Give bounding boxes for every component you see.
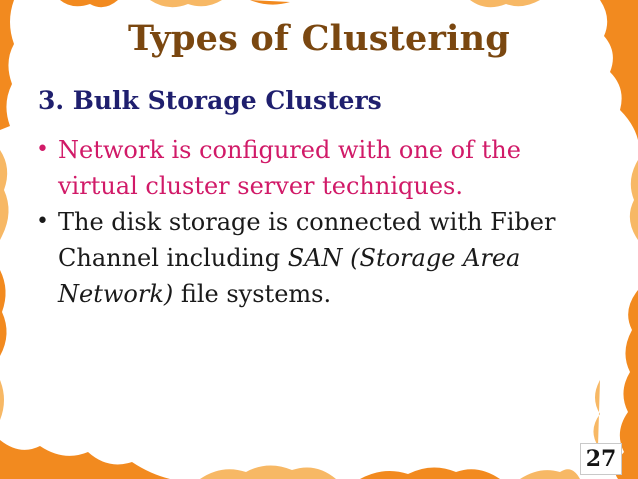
bullet-text-after: file systems.: [173, 280, 332, 308]
page-number: 27: [580, 443, 622, 475]
bullet-dot-icon: •: [36, 137, 49, 162]
slide-title: Types of Clustering: [128, 18, 510, 59]
bullet-list: • Network is configured with one of the …: [36, 132, 596, 312]
section-subtitle: 3. Bulk Storage Clusters: [38, 86, 382, 115]
bullet-dot-icon: •: [36, 209, 49, 234]
bullet-item-disk-storage: • The disk storage is connected with Fib…: [36, 204, 596, 312]
bottom-edge-pattern: [0, 440, 580, 479]
bullet-text-before: The disk storage is connected with Fiber…: [58, 208, 556, 272]
right-edge-pattern: [593, 0, 638, 479]
bullet-text-italic: SAN (Storage Area Network): [58, 244, 521, 308]
bullet-text: Network is configured with one of the vi…: [58, 136, 521, 200]
bullet-item-network: • Network is configured with one of the …: [36, 132, 596, 204]
top-edge-pattern: [60, 0, 540, 8]
left-edge-pattern: [0, 0, 14, 420]
